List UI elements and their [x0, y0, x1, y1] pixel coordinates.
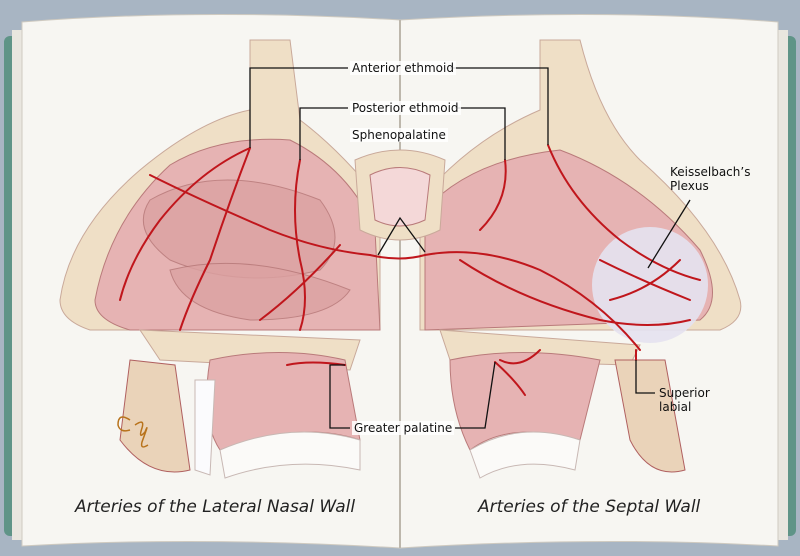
keisselbach-plexus-area — [592, 227, 708, 343]
label-greater-palatine: Greater palatine — [352, 421, 455, 435]
label-superior-labial: Superior labial — [657, 386, 712, 414]
label-keisselbach-line2: Plexus — [670, 179, 709, 193]
label-superior-labial-line2: labial — [659, 400, 692, 414]
label-keisselbach-plexus: Keisselbach’s Plexus — [668, 165, 752, 193]
caption-septal-wall: Arteries of the Septal Wall — [478, 497, 701, 517]
label-superior-labial-line1: Superior — [659, 386, 710, 400]
label-anterior-ethmoid: Anterior ethmoid — [350, 61, 456, 75]
label-keisselbach-line1: Keisselbach’s — [670, 165, 751, 179]
caption-lateral-nasal-wall: Arteries of the Lateral Nasal Wall — [75, 497, 356, 517]
label-sphenopalatine: Sphenopalatine — [350, 128, 448, 142]
artist-signature — [117, 416, 149, 448]
label-posterior-ethmoid: Posterior ethmoid — [350, 101, 461, 115]
arteries — [119, 144, 701, 396]
leader-lines — [249, 67, 691, 429]
